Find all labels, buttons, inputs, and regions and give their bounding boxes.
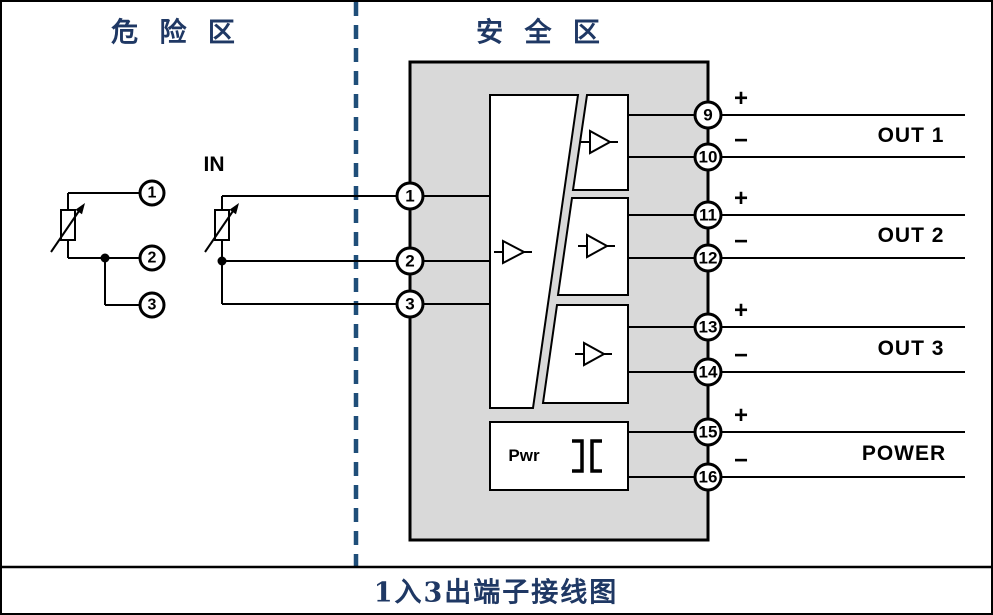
terminal-14: 14 — [693, 357, 723, 387]
out3-label: OUT 3 — [877, 337, 945, 360]
plus-sign-power: + — [733, 402, 749, 429]
minus-sign-power: − — [733, 447, 749, 474]
terminal-15: 15 — [693, 417, 723, 447]
terminal-16: 16 — [693, 462, 723, 492]
junction-dot — [217, 256, 227, 266]
input-amplifier-block — [489, 94, 580, 409]
terminal-11: 11 — [693, 200, 723, 230]
transformer-icon — [572, 439, 602, 473]
junction-dot — [100, 253, 110, 263]
rtd-sensor-icon — [50, 203, 85, 253]
rtd-arrow-head — [75, 203, 85, 215]
rtd-arrow-head — [229, 203, 239, 215]
device-input-terminal-1: 1 — [395, 181, 425, 211]
rtd-arrow-shaft — [204, 210, 234, 253]
transformer-coil — [590, 439, 602, 473]
plus-sign-out3: + — [733, 297, 749, 324]
external-output-wires — [722, 114, 965, 478]
minus-sign-out1: − — [733, 127, 749, 154]
amp-triangle — [502, 239, 527, 265]
hazardous-zone-title: 危 险 区 — [111, 17, 241, 49]
diagram-title: 1入3出端子接线图 — [373, 577, 619, 609]
device-input-terminal-2: 2 — [395, 246, 425, 276]
sensor-terminal-3: 3 — [138, 291, 166, 319]
out1-label: OUT 1 — [877, 124, 945, 147]
amplifier-icon — [578, 233, 615, 259]
safe-zone-title: 安 全 区 — [476, 17, 606, 49]
device-input-wires — [424, 195, 490, 305]
rtd-arrow-shaft — [50, 210, 80, 253]
input-label: IN — [203, 153, 225, 176]
amplifier-icon — [581, 129, 618, 155]
amplifier-icon — [575, 341, 612, 367]
input-rtd-sensor-icon — [204, 203, 239, 253]
device-input-terminal-3: 3 — [395, 289, 425, 319]
sensor-terminal-2: 2 — [138, 244, 166, 272]
amp-triangle — [586, 233, 610, 259]
input-wiring — [221, 195, 396, 305]
amp-triangle — [583, 341, 607, 367]
amp-triangle — [589, 129, 613, 155]
terminal-9: 9 — [693, 100, 723, 130]
power-supply-block — [489, 421, 629, 491]
amplifier-icon — [494, 239, 532, 265]
pwr-label: Pwr — [508, 446, 540, 465]
minus-sign-out3: − — [733, 342, 749, 369]
plus-sign-out1: + — [733, 85, 749, 112]
power-label: POWER — [861, 442, 947, 465]
out2-label: OUT 2 — [877, 224, 945, 247]
plus-sign-out2: + — [733, 185, 749, 212]
terminal-13: 13 — [693, 312, 723, 342]
transformer-coil — [572, 439, 584, 473]
device-output-wires — [628, 114, 694, 478]
minus-sign-out2: − — [733, 228, 749, 255]
sensor-terminal-1: 1 — [138, 179, 166, 207]
terminal-10: 10 — [693, 142, 723, 172]
terminal-12: 12 — [693, 243, 723, 273]
